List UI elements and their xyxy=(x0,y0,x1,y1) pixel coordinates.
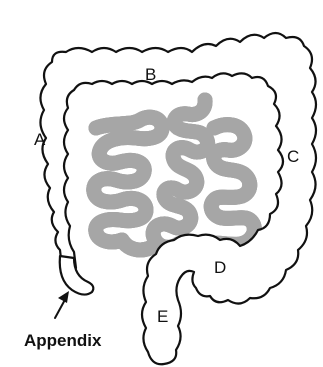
label-appendix: Appendix xyxy=(24,331,102,350)
label-sigmoid-colon: D xyxy=(214,258,226,277)
label-ascending-colon: A xyxy=(34,130,46,149)
label-rectum: E xyxy=(157,307,168,326)
small-intestine xyxy=(94,100,255,262)
appendix-pointer-arrow xyxy=(55,291,69,318)
label-descending-colon: C xyxy=(287,147,299,166)
appendix xyxy=(60,256,94,295)
label-transverse-colon: B xyxy=(145,65,156,84)
